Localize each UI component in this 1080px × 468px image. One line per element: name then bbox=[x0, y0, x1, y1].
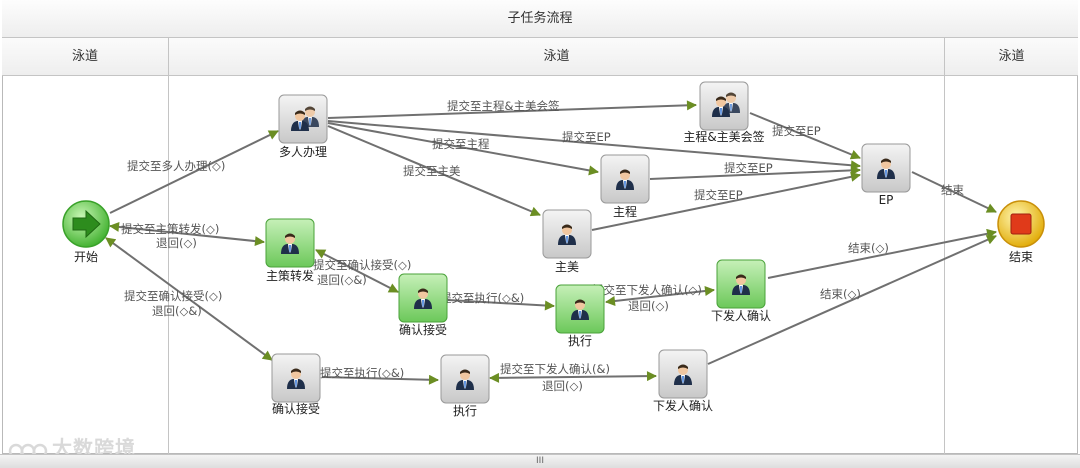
edge-label: 提交至EP bbox=[694, 188, 743, 202]
edge-zhixing2-xiafa2[interactable] bbox=[489, 371, 657, 383]
edge-xiafa2-end[interactable] bbox=[707, 235, 997, 365]
lane-header-3: 泳道 bbox=[945, 38, 1078, 76]
node-queren1[interactable]: 确认接受 bbox=[398, 273, 448, 337]
edge-duoren-zhumei[interactable] bbox=[327, 125, 541, 217]
edge-label: 提交至EP bbox=[772, 124, 821, 138]
edge-label: 退回(◇) bbox=[156, 236, 197, 250]
edge-label: 提交至执行(◇&) bbox=[320, 366, 404, 380]
edge-label: 提交至主美 bbox=[403, 164, 461, 178]
edge-label: 结束(◇) bbox=[820, 287, 861, 301]
node-ep[interactable]: EP bbox=[861, 143, 911, 207]
node-label: 确认接受 bbox=[272, 401, 320, 416]
diagram-title: 子任务流程 bbox=[507, 11, 573, 26]
edges bbox=[105, 100, 997, 385]
edge-label: 退回(◇&) bbox=[317, 273, 367, 287]
edge-duoren-ep[interactable] bbox=[327, 120, 861, 171]
edge-label: 提交至多人办理(◇) bbox=[127, 159, 225, 173]
node-label: 执行 bbox=[568, 334, 592, 348]
node-zhixing1[interactable]: 执行 bbox=[555, 284, 605, 348]
node-label: 主美 bbox=[555, 260, 579, 274]
node-zhucheng[interactable]: 主程 bbox=[600, 154, 650, 219]
node-zhuce[interactable]: 主策转发 bbox=[265, 218, 315, 283]
edge-labels: 提交至多人办理(◇) 提交至主程&主美会签 提交至主程 提交至EP 提交至主美 … bbox=[121, 99, 964, 393]
edge-queren1-zhixing1[interactable] bbox=[447, 299, 555, 311]
edge-label: 结束(◇) bbox=[848, 241, 889, 255]
edge-label: 提交至下发人确认(◇) bbox=[592, 283, 702, 297]
flow-canvas: 提交至多人办理(◇) 提交至主程&主美会签 提交至主程 提交至EP 提交至主美 … bbox=[62, 81, 1045, 418]
lane-header-2: 泳道 bbox=[169, 38, 944, 76]
edge-queren2-zhixing2[interactable] bbox=[321, 374, 439, 385]
node-label: 主策转发 bbox=[266, 268, 314, 283]
lane-header-1: 泳道 bbox=[2, 38, 168, 76]
node-zhixing2[interactable]: 执行 bbox=[440, 354, 490, 418]
edge-label: 退回(◇) bbox=[542, 379, 583, 393]
node-zhumei[interactable]: 主美 bbox=[542, 209, 592, 274]
start-label: 开始 bbox=[74, 250, 98, 264]
end-label: 结束 bbox=[1009, 250, 1033, 264]
edge-label: 退回(◇) bbox=[628, 299, 669, 313]
node-label: 确认接受 bbox=[399, 322, 447, 337]
edge-duoren-huiqian[interactable] bbox=[327, 100, 697, 119]
node-huiqian[interactable]: 主程&主美会签 bbox=[683, 81, 765, 144]
edge-start-duoren[interactable] bbox=[109, 130, 279, 214]
node-label: 主程&主美会签 bbox=[683, 129, 764, 144]
edge-label: 提交至主程&主美会签 bbox=[447, 99, 560, 113]
edge-xiafa1-end[interactable] bbox=[767, 228, 997, 279]
node-label: 下发人确认 bbox=[711, 308, 771, 323]
resize-footer[interactable]: III bbox=[0, 454, 1080, 468]
edge-label: 提交至主程 bbox=[432, 137, 490, 151]
edge-label: 提交至EP bbox=[724, 161, 773, 175]
end-node[interactable]: 结束 bbox=[997, 200, 1045, 264]
node-label: 多人办理 bbox=[279, 144, 327, 159]
resize-grip-icon[interactable]: III bbox=[536, 456, 544, 466]
edge-ep-end[interactable] bbox=[911, 171, 997, 213]
edge-label: 提交至确认接受(◇) bbox=[124, 289, 222, 303]
edge-label: 结束 bbox=[941, 183, 964, 197]
lane-divider bbox=[944, 38, 945, 454]
edge-label: 提交至EP bbox=[562, 130, 611, 144]
edge-start-queren2[interactable] bbox=[105, 237, 273, 361]
node-xiafa1[interactable]: 下发人确认 bbox=[711, 259, 771, 323]
node-duoren[interactable]: 多人办理 bbox=[278, 94, 328, 159]
stop-icon bbox=[1010, 213, 1032, 235]
node-label: 执行 bbox=[453, 404, 477, 418]
edge-label: 提交至执行(◇&) bbox=[440, 291, 524, 305]
edge-zhixing1-xiafa1[interactable] bbox=[605, 286, 715, 306]
node-label: 主程 bbox=[613, 204, 637, 219]
node-label: EP bbox=[879, 193, 894, 207]
node-queren2[interactable]: 确认接受 bbox=[271, 353, 321, 416]
title-bar: 子任务流程 bbox=[2, 0, 1078, 38]
edge-label: 退回(◇&) bbox=[152, 304, 202, 318]
edge-zhumei-ep[interactable] bbox=[591, 171, 861, 231]
edge-zhucheng-ep[interactable] bbox=[649, 165, 861, 180]
arrow-right-icon bbox=[72, 209, 101, 239]
edge-label: 提交至下发人确认(&) bbox=[500, 362, 610, 376]
edge-label: 提交至主策转发(◇) bbox=[121, 222, 219, 236]
edge-duoren-zhucheng[interactable] bbox=[327, 122, 599, 176]
node-label: 下发人确认 bbox=[653, 398, 713, 413]
start-node[interactable]: 开始 bbox=[62, 200, 110, 264]
node-xiafa2[interactable]: 下发人确认 bbox=[653, 349, 713, 413]
edge-label: 提交至确认接受(◇) bbox=[313, 258, 411, 272]
edge-huiqian-ep[interactable] bbox=[749, 112, 861, 160]
edge-zhuce-queren1[interactable] bbox=[315, 249, 399, 293]
